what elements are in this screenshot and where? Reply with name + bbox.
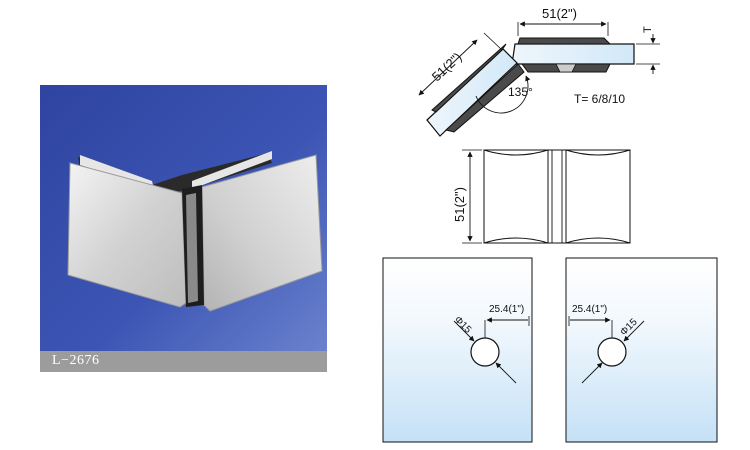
angle-arc	[475, 75, 531, 114]
glass-right-hole	[597, 337, 627, 367]
front-view-plate-left	[483, 149, 549, 244]
clamp-spine-highlight	[186, 193, 198, 303]
photo-label-bar: L−2676	[40, 351, 327, 372]
model-code: L−2676	[52, 353, 100, 368]
glass-right-sheet	[565, 257, 718, 443]
glass-panel-left: 25.4(1") Φ15	[382, 257, 533, 443]
top-view-clamp-plate-upper	[517, 37, 612, 45]
clamp-plate-left	[67, 162, 187, 308]
glass-left-offset-label: 25.4(1")	[489, 304, 524, 315]
top-diagonal-dimension-line	[418, 39, 478, 96]
glass-right-offset-label: 25.4(1")	[572, 304, 607, 315]
thickness-spec: T= 6/8/10	[574, 92, 625, 106]
front-height-label: 51(2")	[452, 187, 467, 222]
front-view: 51(2")	[452, 149, 631, 244]
thickness-symbol: T	[642, 26, 654, 33]
product-photo-illustration	[40, 85, 327, 372]
front-view-plate-right	[565, 149, 631, 244]
top-view-glass-horizontal	[511, 43, 635, 65]
glass-panel-right: 25.4(1") Φ15	[565, 257, 718, 443]
top-view-clamp-plate-diag-inner	[444, 63, 525, 133]
top-diagonal-label: 51(2")	[429, 49, 465, 84]
top-view-screw-head	[555, 63, 577, 73]
top-width-label: 51(2")	[542, 6, 577, 21]
top-view: 51(2") 51(2") T 135° T= 6/8/10	[418, 6, 660, 137]
product-photo: L−2676	[40, 85, 327, 372]
glass-left-sheet	[382, 257, 533, 443]
glass-left-hole	[470, 337, 500, 367]
angle-label: 135°	[508, 85, 533, 99]
clamp-top-edge-right	[192, 151, 272, 189]
